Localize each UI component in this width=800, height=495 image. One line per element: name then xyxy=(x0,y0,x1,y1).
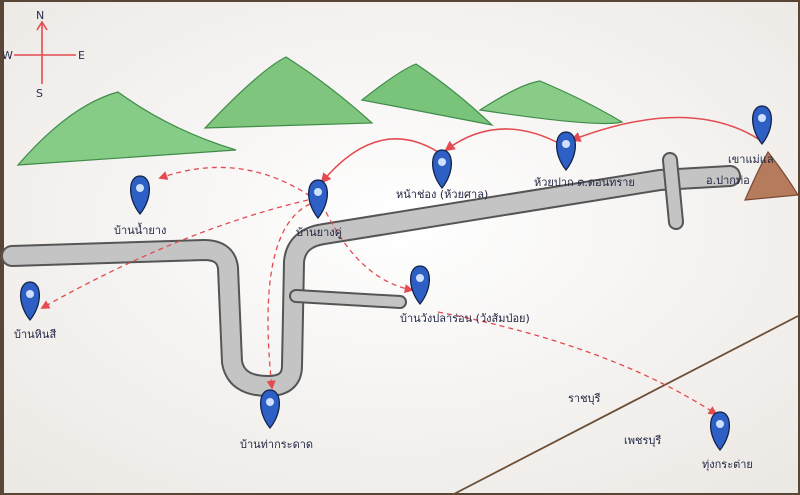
solid-routes xyxy=(320,116,761,184)
label-ban-hin-si: บ้านหินสี xyxy=(14,328,56,341)
label-ratchaburi: ราชบุรี xyxy=(568,392,601,405)
label-ban-tha-kradat: บ้านท่ากระดาด xyxy=(240,438,313,451)
compass-south-label: S xyxy=(36,87,43,100)
pin-ban-nam-yang[interactable] xyxy=(129,175,151,216)
label-huai-pak: ห้วยปาก ต.ดอนทราย xyxy=(534,176,635,189)
province-boundary xyxy=(451,315,799,495)
compass-north-label: N xyxy=(36,9,44,22)
pin-thung-kratai[interactable] xyxy=(709,411,731,452)
label-amphoe-pak-tho: อ.ปากท่อ xyxy=(706,174,750,187)
mountain-range xyxy=(16,56,624,166)
compass-west-label: W xyxy=(2,49,13,62)
branch-road xyxy=(291,291,405,307)
compass-rose: N E S W xyxy=(2,9,85,100)
place-labels: บ้านน้ำยาง บ้านยางคู่ บ้านหินสี บ้านท่าก… xyxy=(14,153,774,471)
route-huai-pak-to-na-chon xyxy=(444,128,565,152)
label-ban-yang-ku: บ้านยางคู่ xyxy=(296,226,342,239)
pin-ban-yang-ku[interactable] xyxy=(307,179,329,220)
label-phetchaburi: เพชรบุรี xyxy=(624,434,661,447)
compass-east-label: E xyxy=(78,49,85,62)
cross-road xyxy=(664,154,682,228)
compass-north-arrow xyxy=(36,20,48,31)
route-to-tha-kradat xyxy=(266,203,311,390)
mountain-2 xyxy=(203,56,374,129)
dashed-routes xyxy=(40,166,718,415)
mountain-4 xyxy=(478,80,624,125)
route-na-chon-to-yang-ku xyxy=(320,138,439,184)
label-thung-kratai: ทุ่งกระต่าย xyxy=(702,458,753,471)
pin-khao-mae-lae[interactable] xyxy=(751,105,773,146)
mountain-1 xyxy=(16,91,237,166)
mountain-3 xyxy=(360,63,494,126)
label-ban-nam-yang: บ้านน้ำยาง xyxy=(114,222,166,237)
route-to-wang-pla-ron xyxy=(325,211,414,294)
label-ban-wang-pla-ron: บ้านวังปลาร่อน (วังส้มป่อย) xyxy=(400,312,530,325)
pin-huai-pak[interactable] xyxy=(555,131,577,172)
khao-peak xyxy=(744,150,800,201)
label-na-chon: หน้าช่อง (ห้วยศาล) xyxy=(396,188,488,201)
map-pins xyxy=(19,105,773,452)
pin-na-chon[interactable] xyxy=(431,149,453,190)
label-khao-mae-lae: เขาแม่แล xyxy=(728,153,774,166)
route-to-thung-kratai xyxy=(437,311,718,415)
route-to-hin-si xyxy=(40,199,309,309)
pin-ban-tha-kradat[interactable] xyxy=(259,389,281,430)
route-to-nam-yang xyxy=(158,166,311,197)
pin-ban-wang-pla-ron[interactable] xyxy=(409,265,431,306)
route-peak-to-huai-pak xyxy=(570,116,761,142)
pin-ban-hin-si[interactable] xyxy=(19,281,41,322)
